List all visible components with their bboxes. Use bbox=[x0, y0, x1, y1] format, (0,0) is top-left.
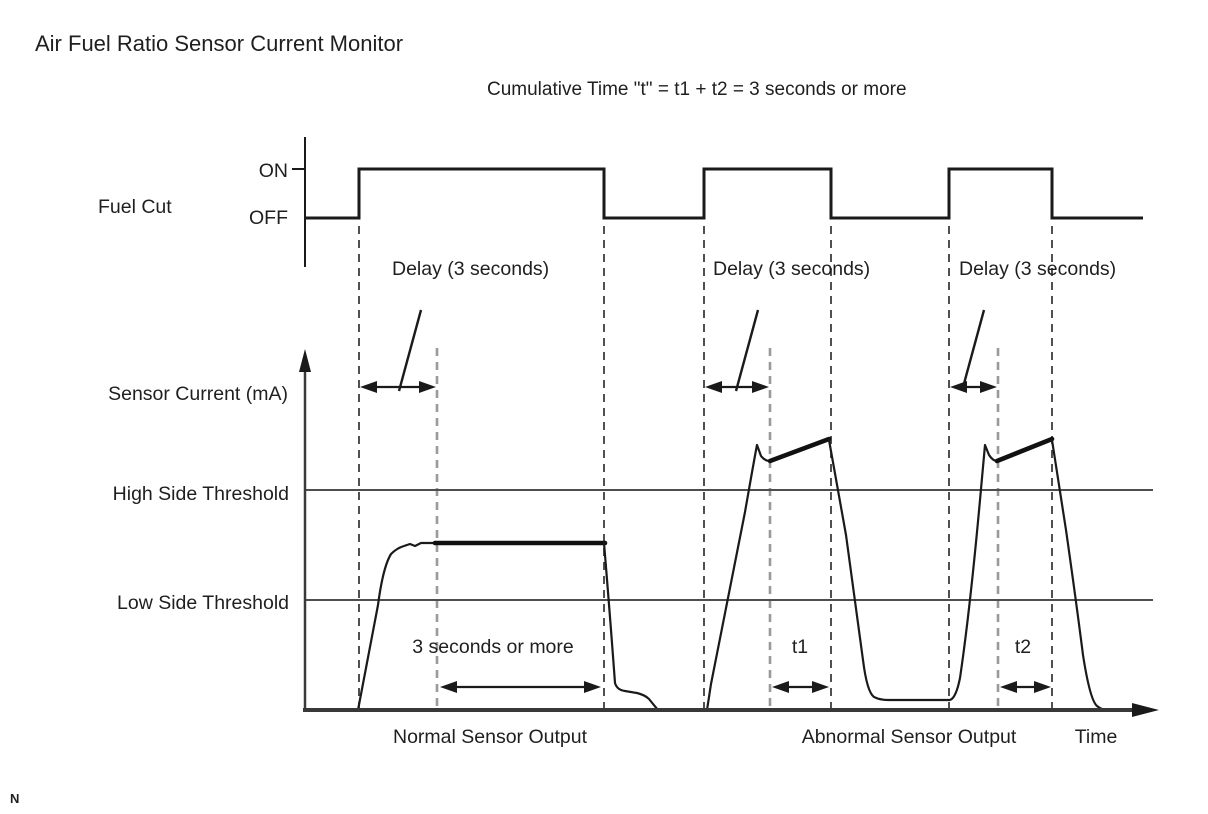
delay-label-2: Delay (3 seconds) bbox=[713, 258, 870, 280]
abnormal-output-curve-middle bbox=[827, 438, 999, 702]
duration-label: 3 seconds or more bbox=[412, 636, 574, 658]
arrow-right-head bbox=[1034, 681, 1051, 693]
fuel-cut-on-label: ON bbox=[259, 160, 288, 182]
delay-arrow-2 bbox=[705, 309, 769, 393]
arrow-right-head bbox=[584, 681, 601, 693]
pulse-edge-dashed-lines bbox=[358, 226, 1053, 710]
abnormal-output-ramp-bold-2 bbox=[994, 436, 1055, 464]
fuel-cut-section: Fuel Cut ON OFF Delay (3 seconds) Delay … bbox=[98, 137, 1143, 280]
t1-label: t1 bbox=[792, 636, 808, 658]
arrow-left-head bbox=[1000, 681, 1017, 693]
t2-arrow bbox=[1000, 681, 1051, 693]
time-axis-label: Time bbox=[1075, 726, 1118, 748]
normal-output-label: Normal Sensor Output bbox=[393, 726, 588, 748]
delay-label-1: Delay (3 seconds) bbox=[392, 258, 549, 280]
arrow-right-head bbox=[752, 381, 769, 393]
arrow-right-head bbox=[812, 681, 829, 693]
delay-slash bbox=[397, 309, 423, 392]
arrow-right-head bbox=[980, 381, 997, 393]
t1-arrow bbox=[772, 681, 829, 693]
fuel-cut-off-label: OFF bbox=[249, 207, 288, 229]
delay-slash bbox=[734, 309, 760, 392]
t2-label: t2 bbox=[1015, 636, 1031, 658]
time-axis-arrow-head bbox=[1132, 703, 1159, 717]
delay-arrow-3 bbox=[950, 309, 997, 393]
duration-arrow bbox=[440, 681, 601, 693]
normal-output-curve-fall bbox=[602, 541, 660, 712]
sensor-current-axis-label: Sensor Current (mA) bbox=[108, 383, 288, 405]
high-side-threshold-label: High Side Threshold bbox=[113, 483, 289, 505]
fuel-cut-waveform bbox=[305, 167, 1143, 220]
delay-measure-arrows bbox=[360, 309, 997, 393]
sensor-axis-arrow-head bbox=[299, 349, 311, 372]
cumulative-time-note: Cumulative Time "t" = t1 + t2 = 3 second… bbox=[487, 79, 907, 100]
abnormal-output-ramp-bold-1 bbox=[767, 436, 832, 464]
normal-output-curve-rise bbox=[356, 541, 439, 712]
abnormal-output-curve-fall-2 bbox=[1050, 438, 1109, 712]
arrow-left-head bbox=[360, 381, 377, 393]
abnormal-output-label: Abnormal Sensor Output bbox=[802, 726, 1017, 748]
page-marker: N bbox=[10, 791, 19, 806]
delay-label-3: Delay (3 seconds) bbox=[959, 258, 1116, 280]
delay-arrow-1 bbox=[360, 309, 436, 393]
abnormal-output-curve-rise-1 bbox=[705, 443, 772, 712]
delay-slash bbox=[960, 309, 986, 392]
fuel-cut-label: Fuel Cut bbox=[98, 196, 172, 218]
low-side-threshold-label: Low Side Threshold bbox=[117, 592, 289, 614]
page-title: Air Fuel Ratio Sensor Current Monitor bbox=[35, 31, 403, 56]
arrow-left-head bbox=[705, 381, 722, 393]
arrow-right-head bbox=[419, 381, 436, 393]
sensor-current-section: Sensor Current (mA) High Side Threshold … bbox=[108, 349, 1153, 712]
footer-section: Normal Sensor Output Abnormal Sensor Out… bbox=[303, 703, 1159, 748]
delay-end-dashed-lines bbox=[435, 348, 1000, 710]
arrow-left-head bbox=[772, 681, 789, 693]
arrow-left-head bbox=[440, 681, 457, 693]
